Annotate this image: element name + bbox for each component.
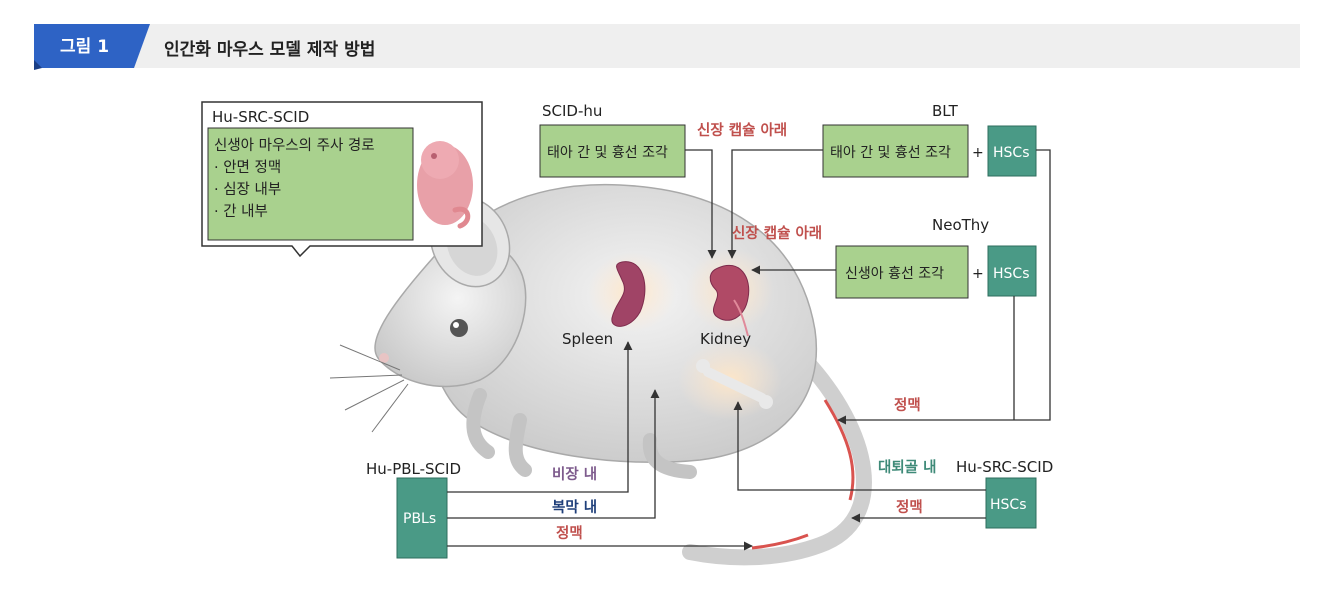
intrasplenic-label: 비장 내 — [552, 465, 597, 483]
blt-tissue-box — [822, 124, 969, 178]
blt-plus: + — [972, 145, 984, 161]
femur-bone — [696, 359, 773, 409]
spleen-label: Spleen — [562, 330, 613, 348]
blt-hscs-box — [987, 125, 1037, 177]
injection-routes-heading: 신생아 마우스의 주사 경로 — [214, 137, 375, 154]
figure-title: 인간화 마우스 모델 제작 방법 — [164, 40, 376, 60]
intraperitoneal-label: 복막 내 — [552, 498, 597, 516]
spleen-organ — [611, 261, 646, 327]
figure-label-tab: 그림 1 — [34, 24, 150, 70]
neothy-hscs-box — [987, 245, 1037, 297]
pbls-box — [396, 477, 448, 559]
vein-label-bottom-left: 정맥 — [556, 524, 583, 542]
vein-label-bottom-right: 정맥 — [896, 498, 923, 516]
hu-src-scid-callout: Hu-SRC-SCID 신생아 마우스의 주사 경로 · 안면 정맥 · 심장 … — [201, 101, 483, 258]
blt-label: BLT — [932, 102, 959, 120]
neothy-plus: + — [972, 266, 984, 282]
kidney-capsule-label-1: 신장 캡슐 아래 — [697, 121, 787, 139]
scid-hu-tissue-box — [539, 124, 686, 178]
figure-label: 그림 1 — [60, 37, 109, 57]
neothy-tissue-box — [835, 245, 969, 299]
connector-arrows — [447, 149, 1051, 551]
figure-header-bar — [34, 24, 1300, 68]
hu-src-scid-bottom-label: Hu-SRC-SCID — [956, 458, 1053, 476]
bottom-hscs-box — [985, 477, 1037, 529]
neothy-hscs-text: HSCs — [993, 266, 1029, 282]
kidney-capsule-label-2: 신장 캡슐 아래 — [732, 224, 822, 242]
route-item: · 안면 정맥 — [214, 159, 281, 176]
bone-marrow-label: 대퇴골 내 — [878, 459, 936, 476]
scid-hu-tissue-text: 태아 간 및 흉선 조각 — [547, 145, 668, 161]
route-item: · 간 내부 — [214, 203, 268, 220]
hu-pbl-scid-label: Hu-PBL-SCID — [366, 460, 461, 478]
neothy-tissue-text: 신생아 흉선 조각 — [845, 266, 944, 282]
blt-tissue-text: 태아 간 및 흉선 조각 — [830, 145, 951, 161]
neonatal-mouse-icon — [417, 141, 473, 229]
scid-hu-label: SCID-hu — [542, 102, 602, 120]
neothy-label: NeoThy — [932, 216, 989, 234]
bottom-hscs-text: HSCs — [990, 497, 1026, 513]
hu-src-scid-top-label: Hu-SRC-SCID — [212, 108, 309, 126]
vein-label-right: 정맥 — [894, 396, 921, 414]
blt-hscs-text: HSCs — [993, 145, 1029, 161]
kidney-label: Kidney — [700, 330, 751, 348]
route-item: · 심장 내부 — [214, 181, 281, 198]
kidney-organ — [709, 264, 750, 321]
pbls-text: PBLs — [403, 511, 436, 527]
